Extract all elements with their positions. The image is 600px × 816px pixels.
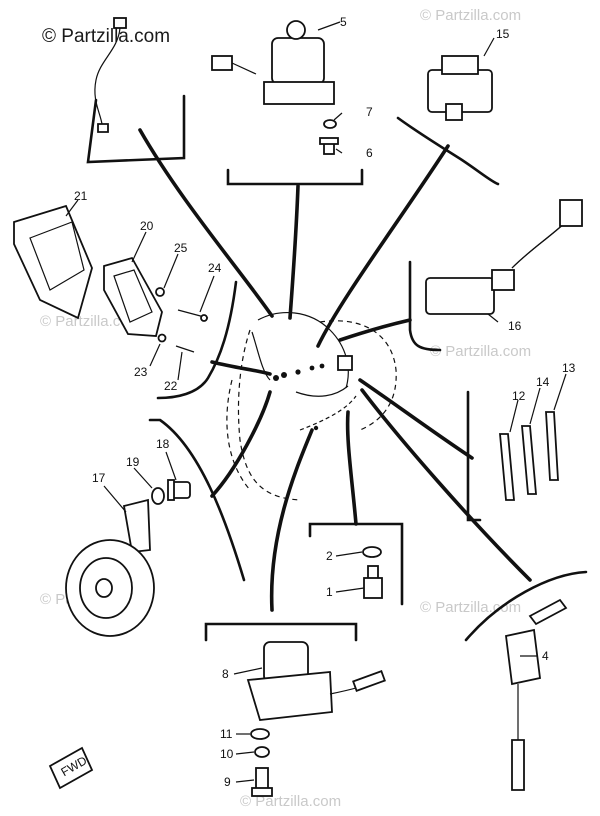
callout-9: 9 [224, 775, 231, 789]
ignition-switch [211, 20, 335, 105]
callout-7: 7 [366, 105, 373, 119]
callout-17: 17 [92, 471, 106, 485]
watermark-faint: © Partzilla.com [420, 7, 521, 24]
callout-1: 1 [326, 585, 333, 599]
callout-11: 11 [220, 727, 233, 741]
callout-10: 10 [220, 747, 234, 761]
bracket-top-right [396, 116, 500, 186]
small-hardware [155, 287, 209, 353]
wire-sensor [94, 17, 127, 133]
fwd-badge: FWD [48, 746, 94, 790]
group-brackets [86, 94, 588, 642]
callout-pointers [65, 21, 567, 783]
callout-5: 5 [340, 15, 347, 29]
callout-6: 6 [366, 146, 373, 160]
reflector-20 [103, 256, 163, 337]
bolt-1-washer-2 [362, 546, 383, 599]
callout-21: 21 [74, 189, 88, 203]
reflector-21 [13, 204, 93, 320]
frame-outline [226, 311, 397, 501]
horn [65, 498, 155, 637]
bracket-left-parts [156, 280, 238, 400]
watermark-faint: © Partzilla.com [430, 343, 531, 360]
callout-16: 16 [508, 319, 522, 333]
callout-25: 25 [174, 241, 188, 255]
watermark-faint: © Partzilla.com [240, 793, 341, 810]
callout-23: 23 [134, 365, 148, 379]
watermark-faint: © Partzilla.com [40, 313, 141, 330]
callout-22: 22 [164, 379, 178, 393]
connector-dots [273, 355, 353, 431]
relay-box [427, 55, 493, 121]
connector-16 [425, 199, 583, 315]
bracket-top-center [226, 168, 364, 186]
callout-18: 18 [156, 437, 170, 451]
callout-24: 24 [208, 261, 222, 275]
callout-15: 15 [496, 27, 510, 41]
callout-13: 13 [562, 361, 576, 375]
watermark-main: © Partzilla.com [42, 26, 170, 47]
callout-8: 8 [222, 667, 229, 681]
hardware-9-10-11 [250, 728, 273, 797]
bracket-right-clips [466, 390, 482, 522]
bracket-16 [408, 260, 442, 352]
callout-14: 14 [536, 375, 550, 389]
bracket-plug-4 [464, 570, 588, 642]
bracket-horn [148, 418, 246, 582]
callout-4: 4 [542, 649, 549, 663]
bracket-bolt-1 [308, 522, 404, 606]
callout-12: 12 [512, 389, 526, 403]
horn-bolt [151, 479, 191, 505]
washer-bolt-top [319, 119, 339, 155]
cable-ties [499, 411, 559, 501]
bracket-switch-8 [204, 622, 358, 642]
watermark-faint: © Partzilla.com [420, 599, 521, 616]
plug-cap-4 [505, 598, 568, 791]
callout-19: 19 [126, 455, 140, 469]
leader-lines [138, 128, 532, 612]
callout-20: 20 [140, 219, 154, 233]
callout-labels: 5 7 6 15 16 21 20 25 24 23 22 12 14 13 1… [74, 15, 576, 789]
callout-2: 2 [326, 549, 333, 563]
bracket-top-left [86, 94, 186, 164]
switch-8 [246, 641, 386, 721]
